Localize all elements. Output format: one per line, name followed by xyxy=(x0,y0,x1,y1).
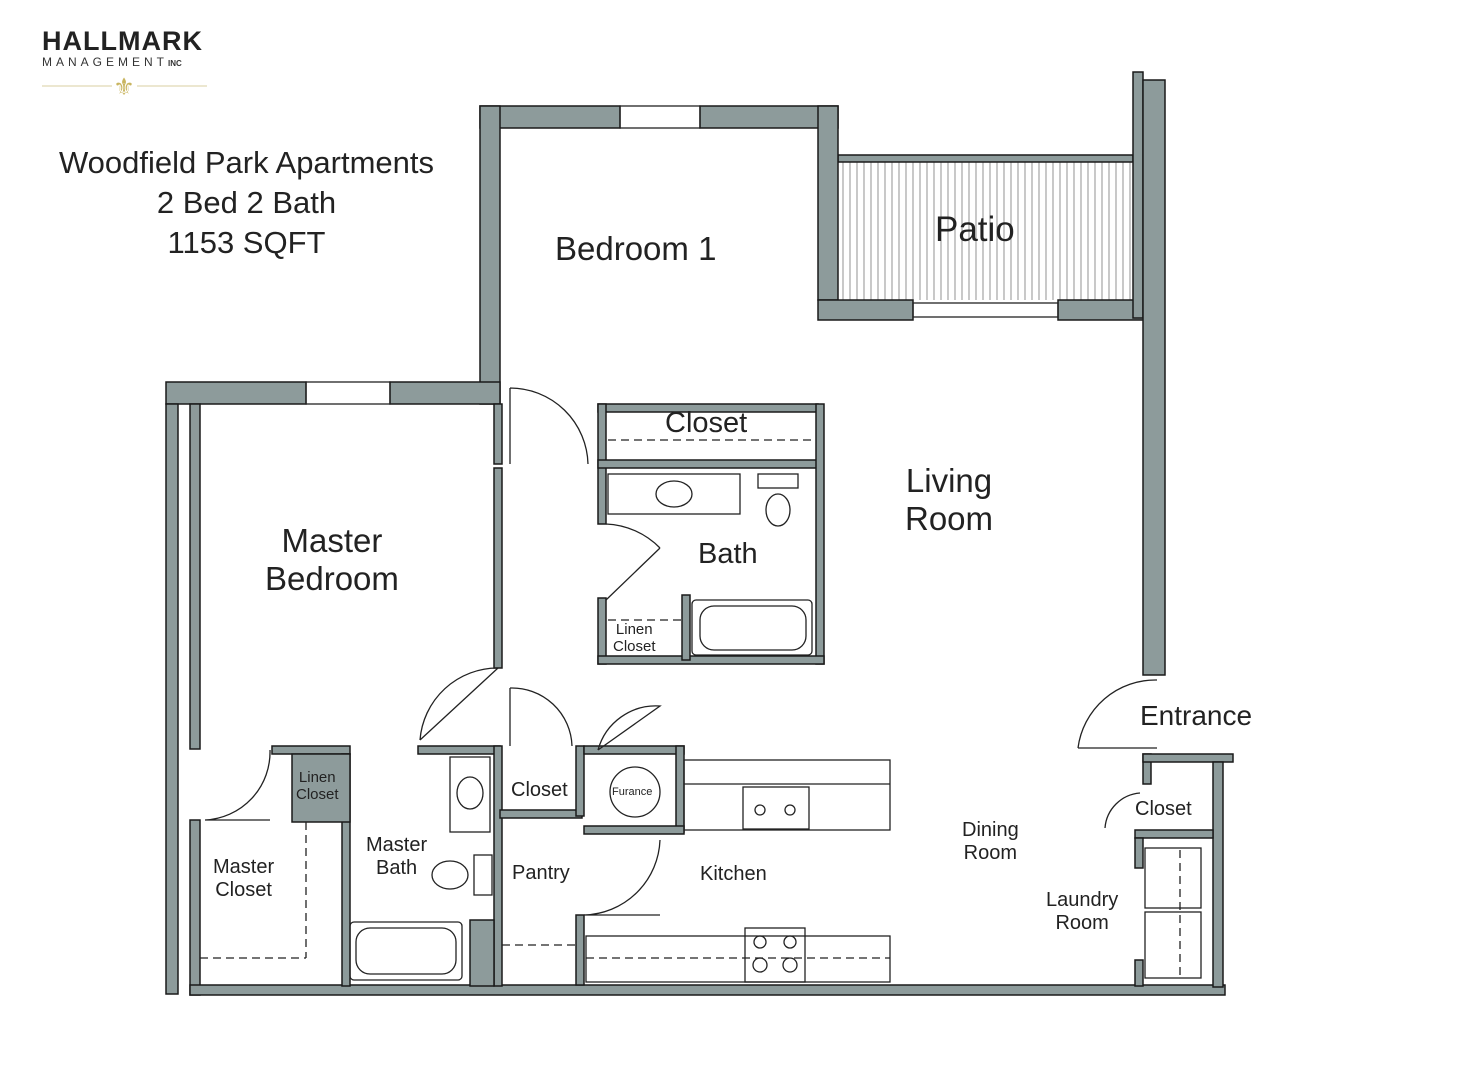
svg-text:⚜: ⚜ xyxy=(113,74,135,101)
label-pantry: Pantry xyxy=(512,862,570,884)
fleur-de-lis-icon: ⚜ xyxy=(42,74,207,101)
label-patio: Patio xyxy=(935,210,1015,249)
logo-name: HALLMARK xyxy=(42,26,203,56)
label-bedroom1: Bedroom 1 xyxy=(555,230,717,267)
label-entrance: Entrance xyxy=(1140,700,1253,731)
label-furnace: Furance xyxy=(612,786,653,798)
label-closet-entry: Closet xyxy=(1135,798,1192,820)
label-closet-hall: Closet xyxy=(511,779,568,801)
hallmark-logo: HALLMARK MANAGEMENTINC ⚜ xyxy=(42,26,212,104)
logo-sub: MANAGEMENTINC xyxy=(42,55,182,69)
label-bath: Bath xyxy=(698,538,758,570)
label-kitchen: Kitchen xyxy=(700,863,767,885)
label-closet-bed1: Closet xyxy=(665,407,748,439)
